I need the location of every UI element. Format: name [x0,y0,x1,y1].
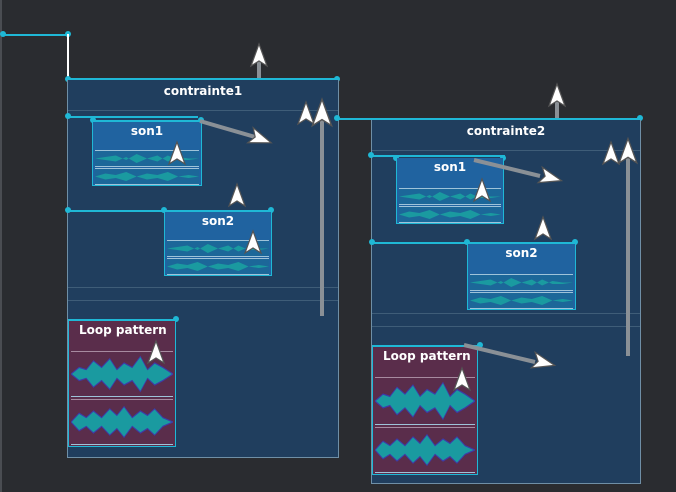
constraint2-move-arrow-icon[interactable] [548,83,566,107]
constraint2-header-separator [372,150,640,151]
c2-loop-process[interactable]: Loop pattern [372,347,478,475]
start-state-dot[interactable] [0,31,6,37]
c1-loop-waveform-r [71,399,173,445]
constraint2-title: contrainte2 [466,124,546,138]
constraint2-slot-separator [372,313,640,314]
constraint1-slot1-bar [68,116,198,118]
c2-son2-waveform-l [470,274,573,291]
sync-line[interactable] [67,34,69,80]
c1-son1-title: son1 [130,124,164,138]
c2-son2-waveform-r [470,292,573,309]
c1-son1-waveform-l [95,150,199,167]
c2-loop-bar [372,345,480,347]
c2-son2-slot-bar [372,242,576,244]
c2-son1-process[interactable]: son1 [396,158,504,224]
c2-son1-waveform-r [399,206,501,223]
c1-loop-process[interactable]: Loop pattern [68,321,176,447]
constraint2-slot-separator-2 [372,326,640,327]
constraint1-slot1-dot[interactable] [65,113,71,119]
c1-loop-waveform-l [71,351,173,397]
c1-son2-slot-dot[interactable] [65,207,71,213]
timeline-start-segment[interactable] [2,34,68,36]
constraint2-slot1-dot[interactable] [368,152,374,158]
constraint1-start-dot[interactable] [65,76,71,82]
c2-loop-waveform-r [375,427,475,473]
constraint2-end-dot[interactable] [637,115,643,121]
constraint1-title: contrainte1 [163,84,243,98]
c1-son1-process[interactable]: son1 [92,122,202,186]
c2-loop-title: Loop pattern [383,349,471,363]
c1-loop-title: Loop pattern [79,323,167,337]
c1-son2-start-dot[interactable] [161,207,167,213]
c1-son1-bar [92,120,202,122]
c2-son1-title: son1 [433,160,467,174]
constraint1-end-dot[interactable] [334,76,340,82]
constraint2-bar[interactable] [371,118,641,120]
c1-loop-end-dot[interactable] [173,316,179,322]
c1-son2-waveform-l [167,240,269,257]
constraint1-move-arrow-icon[interactable] [250,43,268,67]
c1-son1-waveform-r [95,168,199,185]
c2-son2-slot-dot[interactable] [369,239,375,245]
c2-son2-start-dot[interactable] [464,239,470,245]
link-start-dot[interactable] [334,115,340,121]
constraint2-slot1-bar [371,155,505,157]
constraint1-slot-separator [68,287,338,288]
c2-son2-process[interactable]: son2 [467,244,576,310]
c1-son1-start-dot[interactable] [90,117,96,123]
c2-son2-end-dot[interactable] [572,239,578,245]
c1-son2-process[interactable]: son2 [164,212,272,276]
c1-son2-title: son2 [201,214,235,228]
c1-son2-end-dot[interactable] [268,207,274,213]
constraint1-slot-separator-2 [68,300,338,301]
c2-son1-waveform-l [399,188,501,205]
scenario-left-border [0,0,2,492]
constraints-link[interactable] [337,118,371,120]
constraint1-header-separator [68,110,338,111]
c2-loop-waveform-l [375,377,475,425]
c1-loop-bar [68,319,176,321]
c1-son2-waveform-r [167,258,269,275]
c1-son2-slot-bar [68,210,272,212]
constraint1-bar[interactable] [68,78,338,80]
c2-son2-title: son2 [505,246,538,260]
